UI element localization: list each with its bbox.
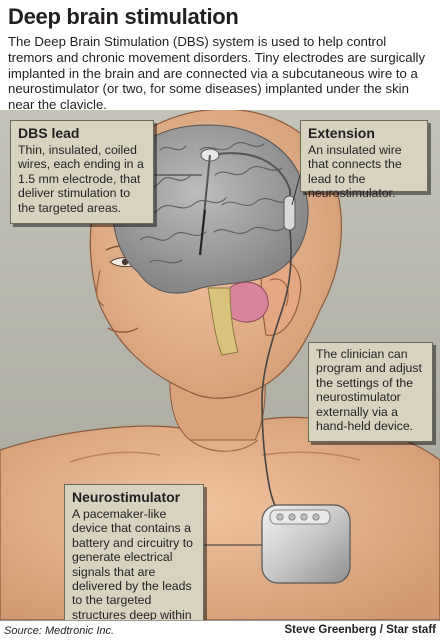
callout-clinician-text: The clinician can program and adjust the… bbox=[316, 347, 422, 434]
subcutaneous-wire bbox=[261, 229, 292, 518]
callout-extension-title: Extension bbox=[308, 125, 375, 141]
nose bbox=[96, 269, 105, 307]
extension-wire bbox=[217, 152, 291, 200]
callout-dbs-lead-text: Thin, insulated, coiled wires, each endi… bbox=[18, 143, 144, 215]
callout-extension: Extension An insulated wire that connect… bbox=[300, 120, 428, 200]
page-title: Deep brain stimulation bbox=[8, 4, 239, 29]
brainstem bbox=[207, 287, 239, 356]
neurostimulator-device bbox=[261, 504, 351, 584]
source-credit: Source: Medtronic Inc. bbox=[4, 625, 115, 637]
footer: Source: Medtronic Inc. Steve Greenberg /… bbox=[0, 620, 440, 643]
callout-neurostimulator-title: Neurostimulator bbox=[72, 489, 181, 505]
artist-credit: Steve Greenberg / Star staff bbox=[284, 624, 436, 636]
callout-dbs-lead: DBS lead Thin, insulated, coiled wires, … bbox=[10, 120, 154, 224]
mouth bbox=[107, 327, 139, 333]
callout-dbs-lead-title: DBS lead bbox=[18, 125, 80, 141]
callout-clinician: The clinician can program and adjust the… bbox=[308, 342, 433, 442]
callout-neurostimulator-text: A pacemaker-like device that contains a … bbox=[72, 507, 193, 636]
intro-text: The Deep Brain Stimulation (DBS) system … bbox=[8, 34, 426, 113]
callout-neurostimulator: Neurostimulator A pacemaker-like device … bbox=[64, 484, 204, 636]
callout-extension-text: An insulated wire that connects the lead… bbox=[308, 143, 402, 201]
